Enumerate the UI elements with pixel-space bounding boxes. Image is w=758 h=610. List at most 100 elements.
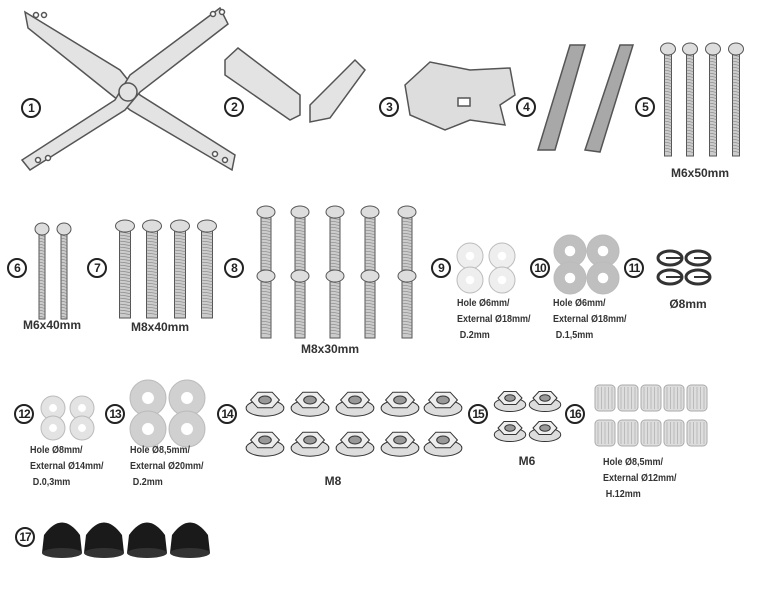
bolt-thread	[732, 84, 740, 87]
bolt-thread	[401, 332, 413, 335]
bolt-thread	[401, 317, 413, 320]
bolt-thread	[329, 232, 341, 235]
bolt-thread	[364, 256, 376, 259]
bolt-thread	[201, 297, 213, 300]
bolt-thread	[732, 111, 740, 114]
bolt-thread	[709, 150, 717, 153]
flange-nut	[290, 431, 330, 457]
bolt-thread	[364, 281, 376, 284]
flange-nut	[245, 431, 285, 457]
bolt-head	[325, 269, 345, 283]
bolt	[397, 205, 417, 273]
bolt-thread	[709, 108, 717, 111]
bolt-thread	[664, 63, 672, 66]
bolt-thread	[686, 57, 694, 60]
bolt-thread	[686, 63, 694, 66]
bolt	[728, 42, 744, 157]
bolt-thread	[260, 259, 272, 262]
flange-nut	[290, 391, 330, 417]
bolt-thread	[119, 294, 131, 297]
bolt-thread	[260, 262, 272, 265]
bolt-thread	[709, 129, 717, 132]
bolt-thread	[401, 326, 413, 329]
bolt-thread	[709, 126, 717, 129]
bolt-thread	[174, 303, 186, 306]
bolt-thread	[686, 108, 694, 111]
nut-hole	[303, 395, 317, 405]
bolt-thread	[401, 256, 413, 259]
bolt-thread	[174, 231, 186, 234]
x-bracket	[20, 6, 236, 172]
bolt-thread	[294, 217, 306, 220]
straps	[536, 44, 635, 153]
bolt-thread	[201, 234, 213, 237]
bolt-shank	[294, 277, 306, 339]
nut-hole	[436, 395, 450, 405]
spec-line: External Ø18mm/	[457, 314, 531, 325]
bolt-thread	[664, 105, 672, 108]
bolt-thread	[260, 235, 272, 238]
bolt-thread	[709, 66, 717, 69]
bolt-head	[325, 205, 345, 219]
washer-hole	[78, 404, 86, 412]
bolt-thread	[364, 241, 376, 244]
bolt-thread	[401, 305, 413, 308]
nut-cap	[170, 522, 210, 553]
bolt-thread	[709, 96, 717, 99]
bolt-thread	[686, 54, 694, 57]
bolt-thread	[364, 232, 376, 235]
bolt-thread	[664, 123, 672, 126]
bolt-thread	[201, 240, 213, 243]
bolt-thread	[401, 250, 413, 253]
bolt-thread	[174, 267, 186, 270]
bolt-thread	[732, 117, 740, 120]
bolt-thread	[709, 69, 717, 72]
bolt-thread	[174, 255, 186, 258]
bolt-thread	[709, 114, 717, 117]
bolt	[325, 269, 345, 339]
bolt-thread	[146, 258, 158, 261]
bolt-thread	[260, 253, 272, 256]
spec-line: D.2mm	[459, 330, 490, 341]
bolt-thread	[732, 132, 740, 135]
bolt-thread	[364, 220, 376, 223]
bolt-thread	[401, 329, 413, 332]
bolt-thread	[364, 287, 376, 290]
item-spec: Hole Ø6mm/External Ø18mm/D.2mm	[457, 296, 539, 344]
bolt-thread	[732, 87, 740, 90]
bolt-thread	[294, 281, 306, 284]
bolt-thread	[686, 69, 694, 72]
bolt-thread	[60, 246, 68, 249]
bolt-thread	[260, 311, 272, 314]
nut-cap-base	[42, 548, 82, 558]
bolt-thread	[401, 293, 413, 296]
bolt-thread	[732, 105, 740, 108]
bolt-thread	[364, 235, 376, 238]
bolt-thread	[260, 293, 272, 296]
bolt-thread	[686, 66, 694, 69]
bolt-thread	[664, 138, 672, 141]
bolt	[660, 42, 676, 157]
bolt-thread	[294, 290, 306, 293]
bolt-thread	[119, 264, 131, 267]
bolt-thread	[732, 63, 740, 66]
bolt-thread	[119, 282, 131, 285]
bolt-thread	[364, 253, 376, 256]
bolt	[360, 205, 380, 273]
bolt-thread	[686, 126, 694, 129]
bolt-thread	[174, 297, 186, 300]
item-size-label: M6	[518, 454, 536, 468]
bolt-thread	[401, 244, 413, 247]
bolt-thread	[119, 309, 131, 312]
bolt-thread	[38, 282, 46, 285]
item-size-label: M8	[324, 474, 342, 488]
bolt-thread	[201, 279, 213, 282]
bolt-thread	[174, 234, 186, 237]
bolt-thread	[146, 288, 158, 291]
bolt-thread	[329, 281, 341, 284]
bolt-thread	[732, 126, 740, 129]
bolt-thread	[260, 265, 272, 268]
item-number-15: 15	[468, 404, 488, 424]
bolt-thread	[364, 302, 376, 305]
bolt-thread	[201, 303, 213, 306]
